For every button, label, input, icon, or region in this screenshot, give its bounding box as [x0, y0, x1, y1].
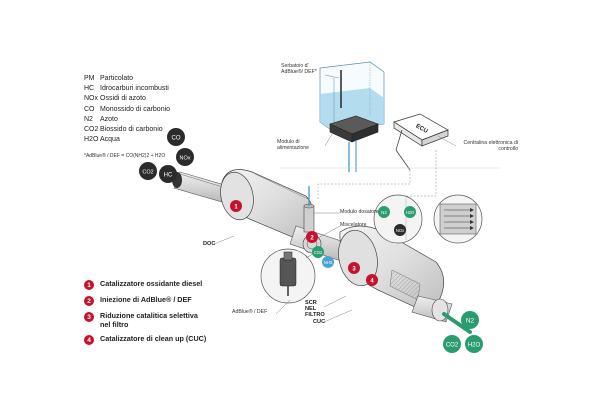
legend-abbr: N2: [84, 115, 93, 123]
dosing-module-label: Modulo dosatore: [340, 209, 379, 215]
key-number: 1: [84, 280, 94, 290]
outlet-pipe: [411, 295, 472, 334]
svg-text:CO2: CO2: [142, 170, 153, 176]
molecule-h2o-reaction: H2O: [404, 206, 416, 218]
marker-4: 4: [366, 274, 378, 286]
tank-label: Serbatoio d' AdBlue®/ DEF*: [281, 63, 317, 76]
legend-name: Monossido di carbonio: [100, 105, 171, 113]
svg-text:CO2: CO2: [314, 250, 323, 255]
abbreviation-legend: PM Particolato HC Idrocarburi incombusti N…: [84, 74, 170, 162]
key-number: 3: [84, 312, 94, 322]
leader-lines: [213, 74, 457, 323]
molecule-nh3-mixer: NH3: [322, 256, 334, 268]
molecule-nox-reaction: NOx: [394, 224, 406, 236]
doc-label: DOC: [203, 241, 216, 247]
dosing-module: [303, 186, 315, 233]
marker-2: 2: [306, 231, 318, 243]
filter-detail-inset: [433, 194, 483, 244]
svg-text:2: 2: [310, 235, 314, 241]
key-label: Iniezione di AdBlue® / DEF: [100, 295, 192, 304]
svg-text:CO: CO: [172, 136, 181, 142]
inlet-pipe: [172, 171, 229, 203]
molecule-n2-outlet: N2: [461, 311, 479, 329]
svg-text:1: 1: [234, 204, 238, 210]
key-label: Catalizzatore ossidante diesel: [100, 279, 203, 288]
legend-name: Idrocarburi incombusti: [100, 85, 169, 93]
mixer-label: Miscelatore: [340, 222, 367, 228]
cuc-label: CUC: [313, 319, 326, 325]
molecule-co2-outlet: CO2: [443, 335, 461, 353]
key-number: 2: [84, 296, 94, 306]
molecule-nox-inlet: NOx: [176, 148, 194, 166]
svg-text:NOx: NOx: [396, 228, 405, 233]
key-item: 2 Iniezione di AdBlue® / DEF: [84, 295, 210, 306]
control-lines: [317, 150, 437, 200]
svg-text:NOx: NOx: [180, 156, 191, 162]
marker-1: 1: [230, 200, 242, 212]
key-item: 1 Catalizzatore ossidante diesel: [84, 279, 210, 290]
svg-text:N2: N2: [381, 210, 387, 215]
legend-row: N2 Azoto: [84, 115, 170, 125]
molecule-h2o-outlet: H2O: [465, 335, 483, 353]
legend-abbr: NOx: [84, 95, 98, 103]
svg-text:HC: HC: [164, 173, 173, 179]
legend-name: Azoto: [100, 115, 118, 123]
molecule-n2-reaction: N2: [378, 206, 390, 218]
svg-text:H2O: H2O: [468, 343, 481, 349]
key-item: 4 Catalizzatore di clean up (CUC): [84, 334, 210, 345]
svg-text:CO2: CO2: [446, 343, 459, 349]
molecule-co-inlet: CO: [167, 128, 185, 146]
ecu-box-label: ECU: [415, 123, 429, 135]
legend-name: Particolato: [100, 75, 134, 82]
svg-text:3: 3: [352, 266, 356, 272]
legend-row: PM Particolato: [84, 74, 170, 84]
legend-abbr: CO: [84, 105, 95, 113]
legend-abbr: HC: [84, 85, 95, 93]
key-item: 3 Riduzione catalitica selettiva nel fil…: [84, 311, 210, 329]
svg-text:NH3: NH3: [324, 260, 333, 265]
supply-module: [329, 115, 379, 172]
legend-row: CO Monossido di carbonio: [84, 105, 170, 115]
key-label: Catalizzatore di clean up (CUC): [100, 334, 207, 343]
molecule-co2-inlet: CO2: [139, 162, 157, 180]
key-label: Riduzione catalitica selettiva nel filtr…: [100, 311, 198, 329]
legend-abbr: PM: [84, 75, 95, 82]
ecu-unit: [393, 113, 449, 171]
key-number: 4: [84, 335, 94, 345]
legend-abbr: H2O: [84, 136, 99, 144]
process-key: 1 Catalizzatore ossidante diesel 2 Iniez…: [84, 279, 210, 351]
doc-canister: [220, 169, 314, 243]
ecu-label: Centralina elettronica di controllo: [463, 140, 519, 153]
molecule-hc-inlet: HC: [159, 165, 177, 183]
legend-name: Acqua: [100, 136, 120, 144]
svg-text:4: 4: [370, 278, 374, 284]
svg-text:N2: N2: [466, 318, 475, 325]
legend-note: *AdBlue® / DEF = CO(NH2)2 + H2O: [84, 153, 166, 160]
svg-text:H2O: H2O: [406, 210, 415, 215]
dosing-detail-inset: [260, 248, 317, 304]
legend-name: Ossidi di azoto: [100, 95, 146, 103]
legend-row: HC Idrocarburi incombusti: [84, 84, 170, 94]
legend-abbr: CO2: [84, 126, 99, 134]
legend-name: Biossido di carbonio: [100, 126, 163, 134]
molecule-co2-mixer: CO2: [312, 246, 324, 258]
scr-filter-label: SCR NEL FILTRO: [305, 300, 325, 319]
marker-3: 3: [348, 262, 360, 274]
adblue-def-label: AdBlue® / DEF: [232, 309, 268, 315]
supply-module-label: Modulo di alimentazione: [277, 139, 310, 152]
